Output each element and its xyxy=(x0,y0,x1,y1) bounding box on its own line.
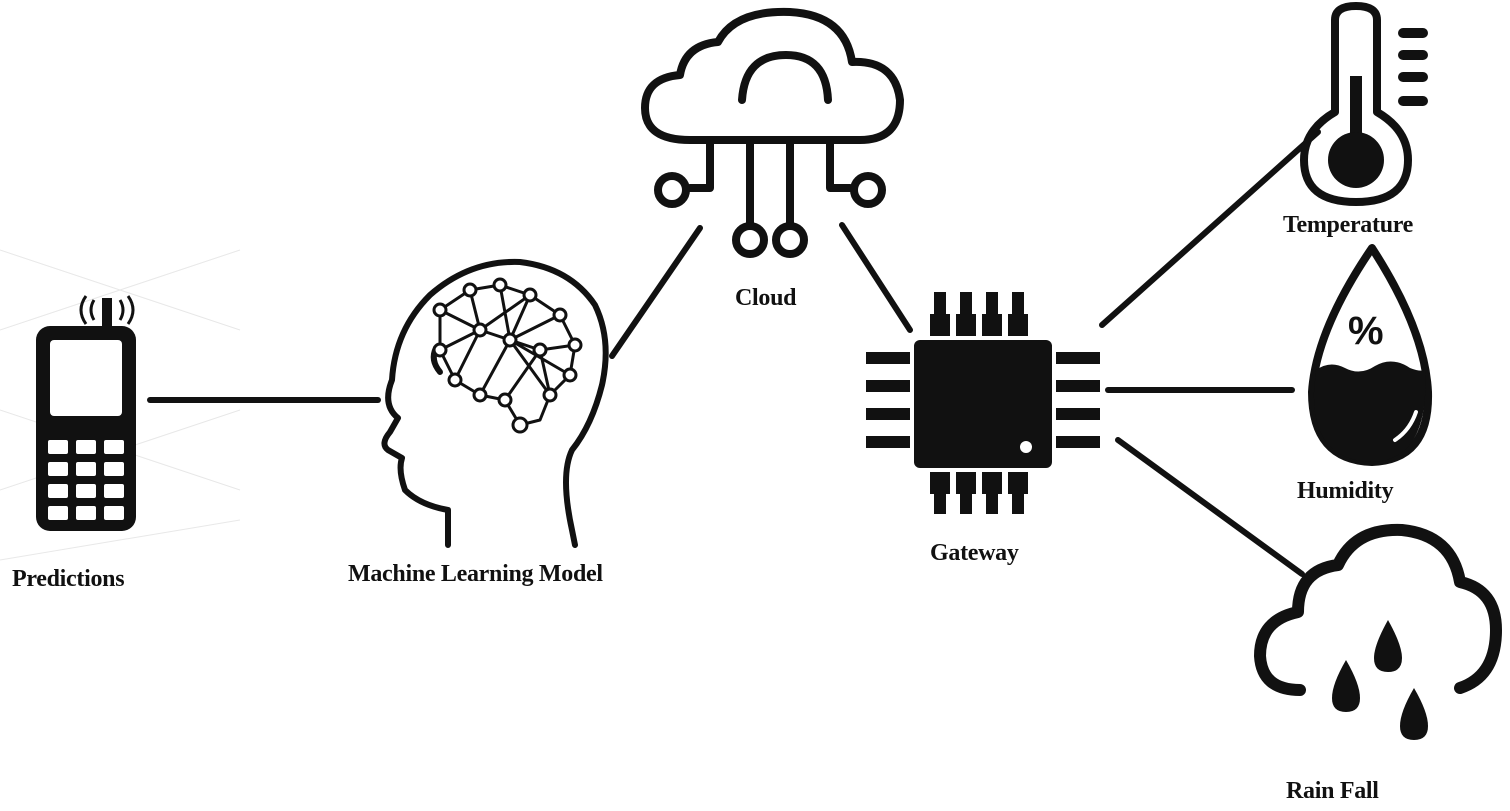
connector-lines xyxy=(147,129,1321,577)
mobile-phone-icon xyxy=(36,295,136,531)
microchip-icon xyxy=(866,292,1100,514)
rain-cloud-icon xyxy=(1254,523,1502,740)
link-ml-cloud xyxy=(609,225,703,359)
rainfall-label: Rain Fall xyxy=(1286,778,1379,804)
cloud-network-icon xyxy=(641,7,904,258)
link-cloud-gateway xyxy=(839,222,913,333)
humidity-label: Humidity xyxy=(1297,478,1394,504)
ml-model-label: Machine Learning Model xyxy=(348,561,603,587)
svg-text:%: % xyxy=(1348,309,1384,353)
link-gateway-rainfall xyxy=(1115,437,1305,577)
brain-head-icon xyxy=(381,258,609,548)
temperature-label: Temperature xyxy=(1283,212,1414,238)
humidity-drop-icon: % xyxy=(1308,244,1433,466)
link-gateway-temperature xyxy=(1099,129,1321,328)
cloud-label: Cloud xyxy=(735,285,797,311)
thermometer-icon xyxy=(1300,2,1428,206)
gateway-label: Gateway xyxy=(930,540,1019,566)
predictions-label: Predictions xyxy=(12,566,125,592)
